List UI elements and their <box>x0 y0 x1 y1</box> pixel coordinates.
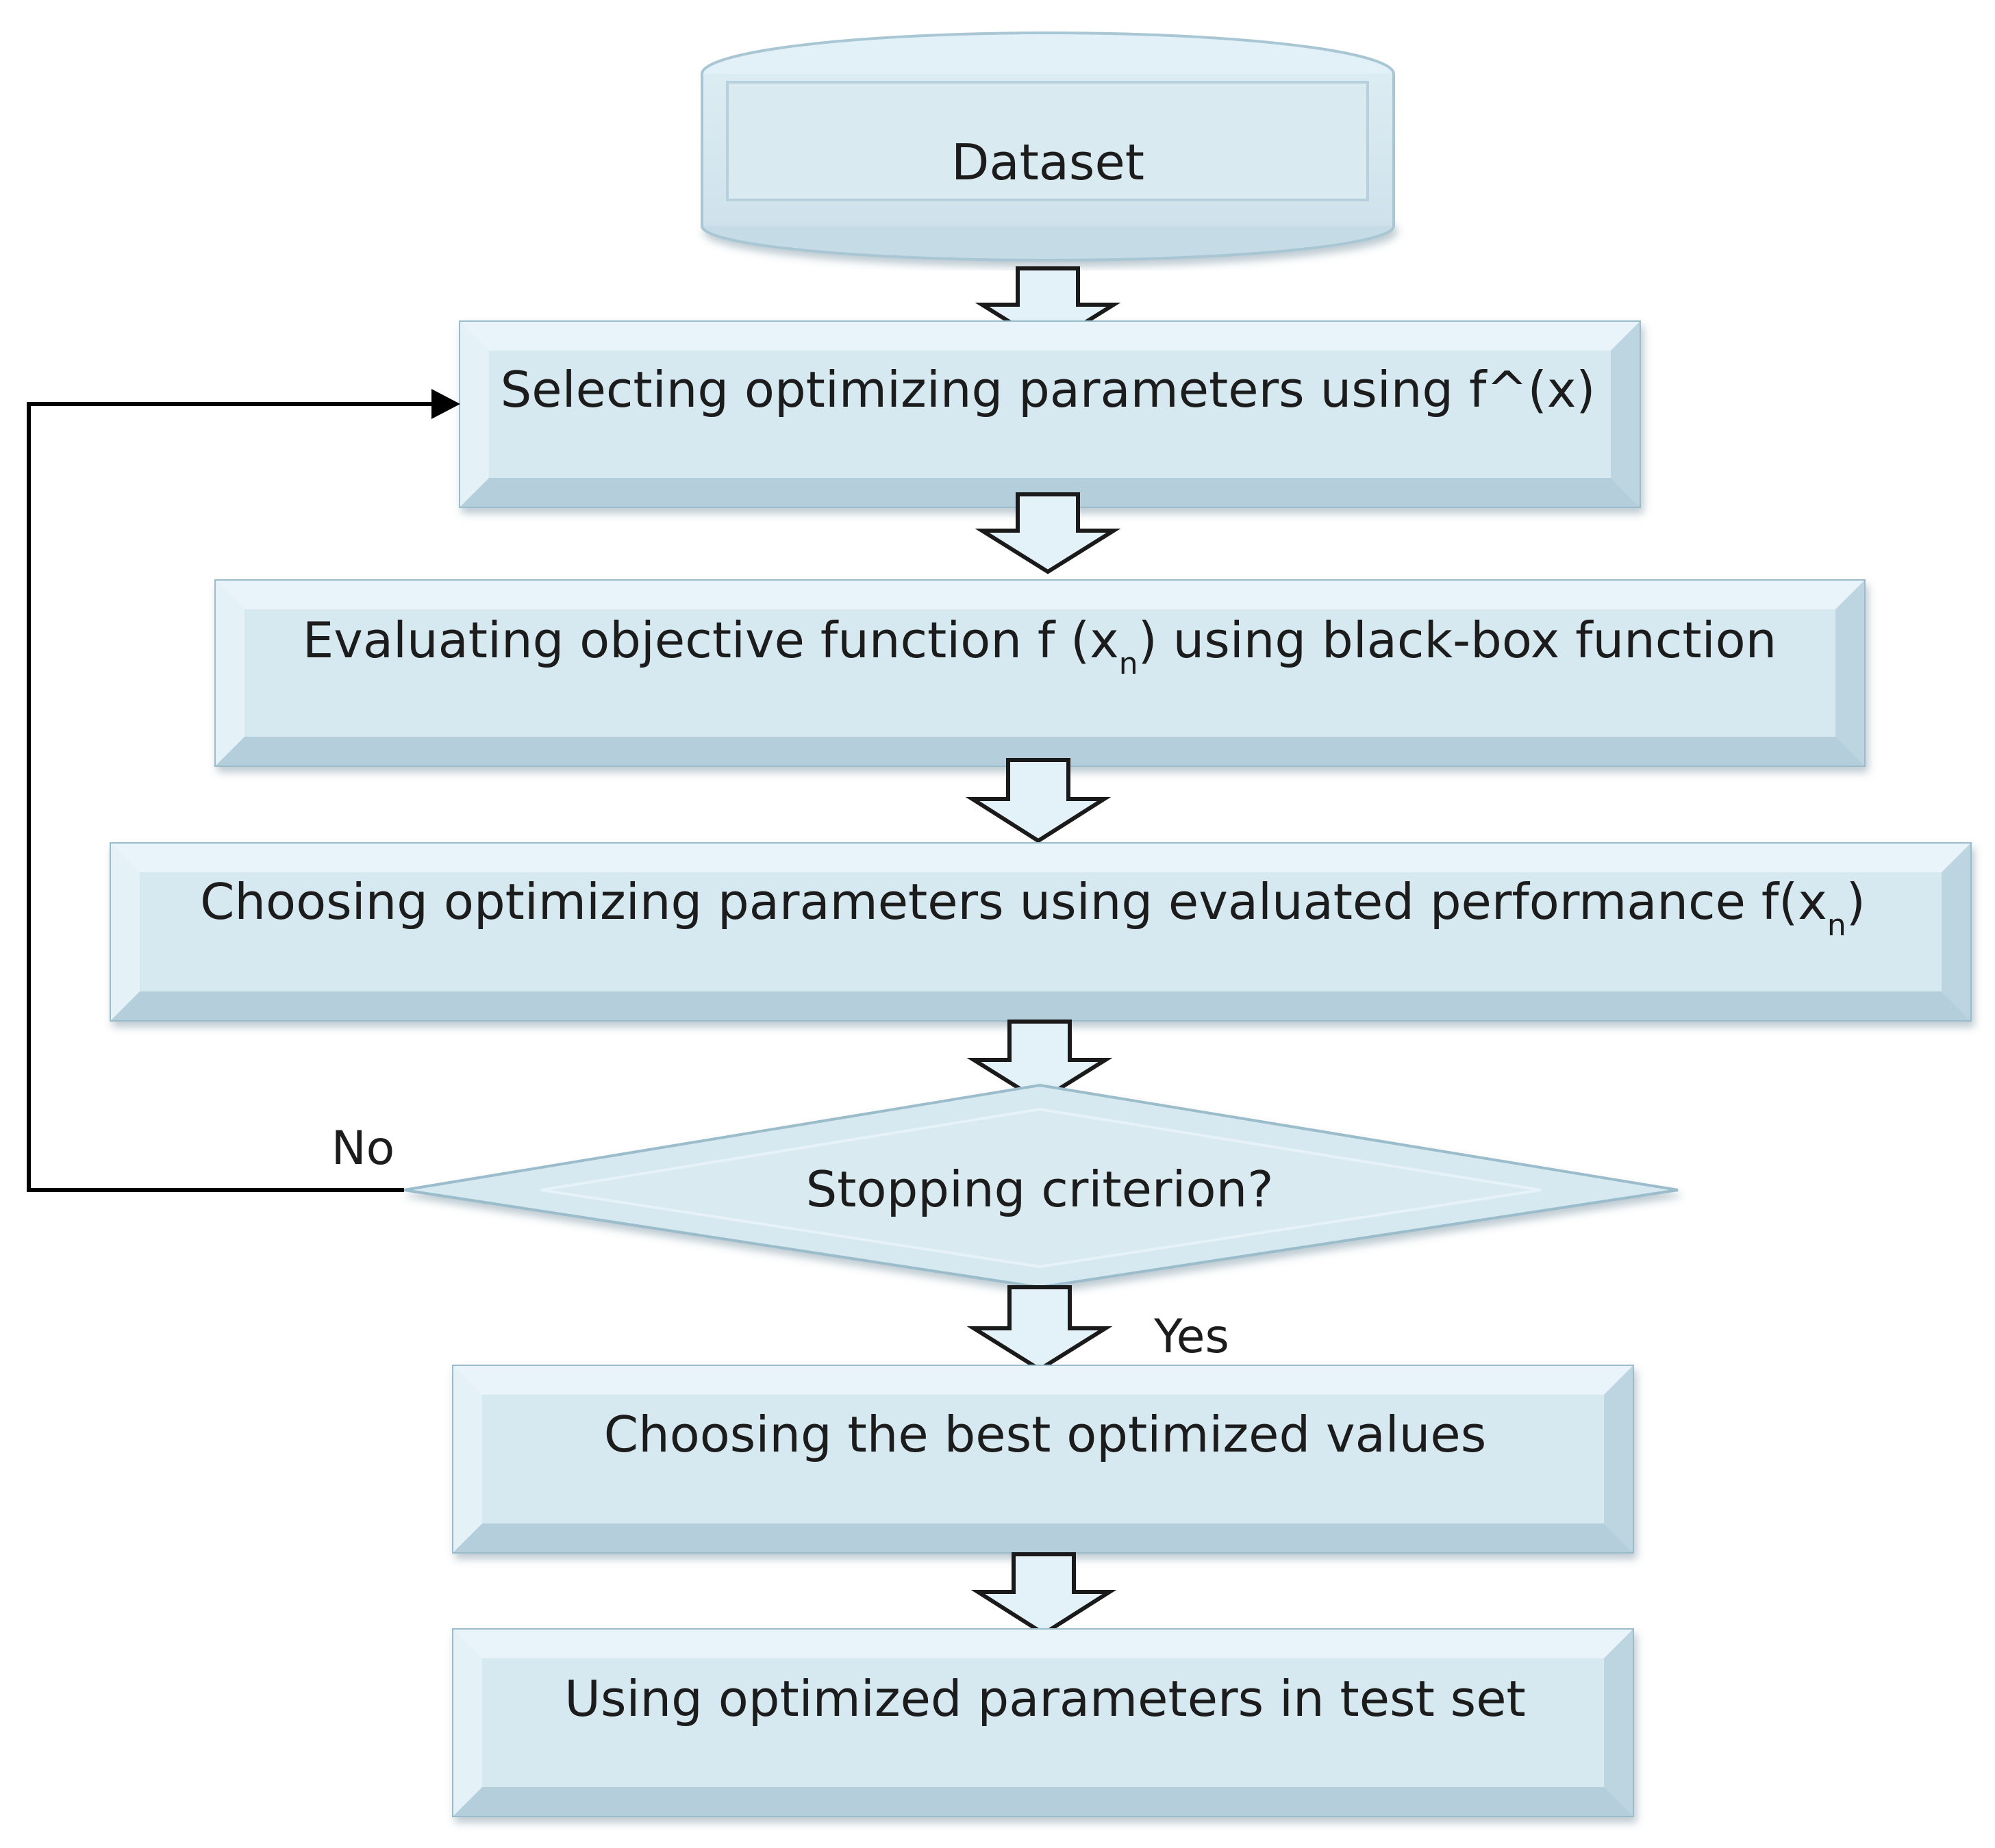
down-arrow-3 <box>965 758 1112 844</box>
choosing-params-label-a: Choosing optimizing parameters using eva… <box>200 873 1827 931</box>
dataset-label: Dataset <box>951 134 1144 191</box>
no-label: No <box>331 1122 394 1176</box>
dataset-node: Dataset <box>701 31 1395 262</box>
choosing-best-label: Choosing the best optimized values <box>604 1406 1486 1463</box>
using-test-set-label: Using optimized parameters in test set <box>564 1670 1525 1727</box>
choosing-params-node <box>110 842 1972 1022</box>
choosing-best-node <box>452 1365 1634 1554</box>
evaluating-label: Evaluating objective function f (xn) usi… <box>303 611 1777 681</box>
using-test-set-node <box>452 1628 1634 1817</box>
down-arrow-4 <box>966 1020 1113 1104</box>
selecting-label: Selecting optimizing parameters using f^… <box>501 361 1596 418</box>
down-arrow-5 <box>966 1285 1113 1372</box>
stopping-criterion-label: Stopping criterion? <box>806 1161 1274 1218</box>
choosing-params-label: Choosing optimizing parameters using eva… <box>200 873 1866 943</box>
evaluating-node <box>214 579 1866 767</box>
choosing-params-label-sub: n <box>1827 908 1846 943</box>
evaluating-label-b: ) using black-box function <box>1138 611 1777 669</box>
evaluating-label-a: Evaluating objective function f (x <box>303 611 1119 669</box>
no-loop-edge <box>27 389 460 1192</box>
evaluating-label-sub: n <box>1119 646 1138 681</box>
down-arrow-6 <box>970 1552 1117 1636</box>
choosing-params-label-b: ) <box>1846 873 1866 931</box>
yes-label: Yes <box>1153 1310 1229 1364</box>
down-arrow-2 <box>975 492 1121 574</box>
